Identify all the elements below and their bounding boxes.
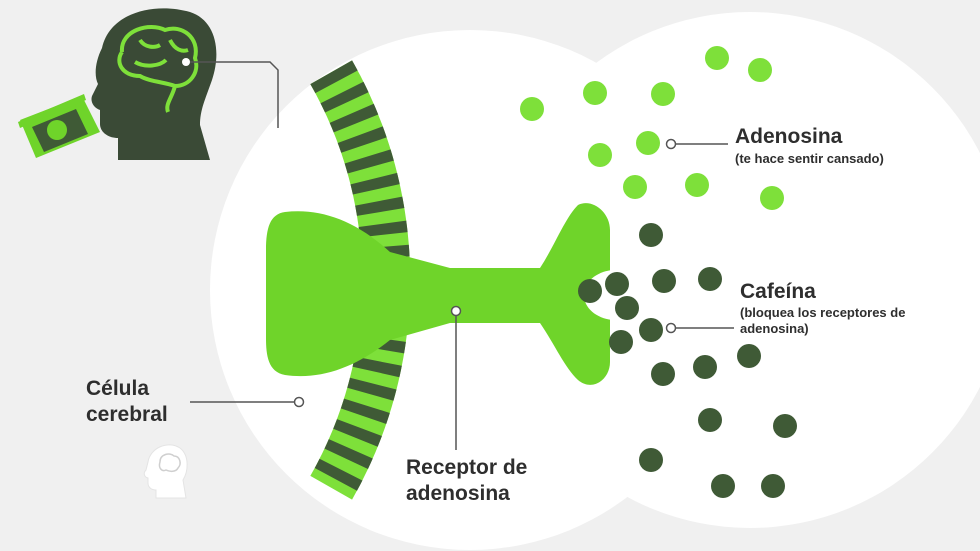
pointer-lines xyxy=(190,143,734,450)
celula-cerebral-label: Célula cerebral xyxy=(86,377,168,426)
adenosine-receptor xyxy=(266,203,610,385)
head-brain-icon xyxy=(91,8,217,160)
pointer-dots xyxy=(293,138,677,408)
adenosine-molecules xyxy=(520,46,784,210)
adenosina-description: (te hace sentir cansado) xyxy=(735,151,884,166)
small-head-brain-icon xyxy=(143,444,188,499)
adenosina-title: Adenosina xyxy=(735,125,843,148)
brain-connector-line xyxy=(190,61,279,128)
cafeina-title: Cafeína xyxy=(740,280,816,303)
caffeine-molecules xyxy=(578,223,797,498)
receptor-label: Receptor de adenosina xyxy=(406,456,528,505)
coffee-cup-icon xyxy=(18,94,100,158)
cafeina-description: (bloquea los receptores de adenosina) xyxy=(740,305,906,336)
